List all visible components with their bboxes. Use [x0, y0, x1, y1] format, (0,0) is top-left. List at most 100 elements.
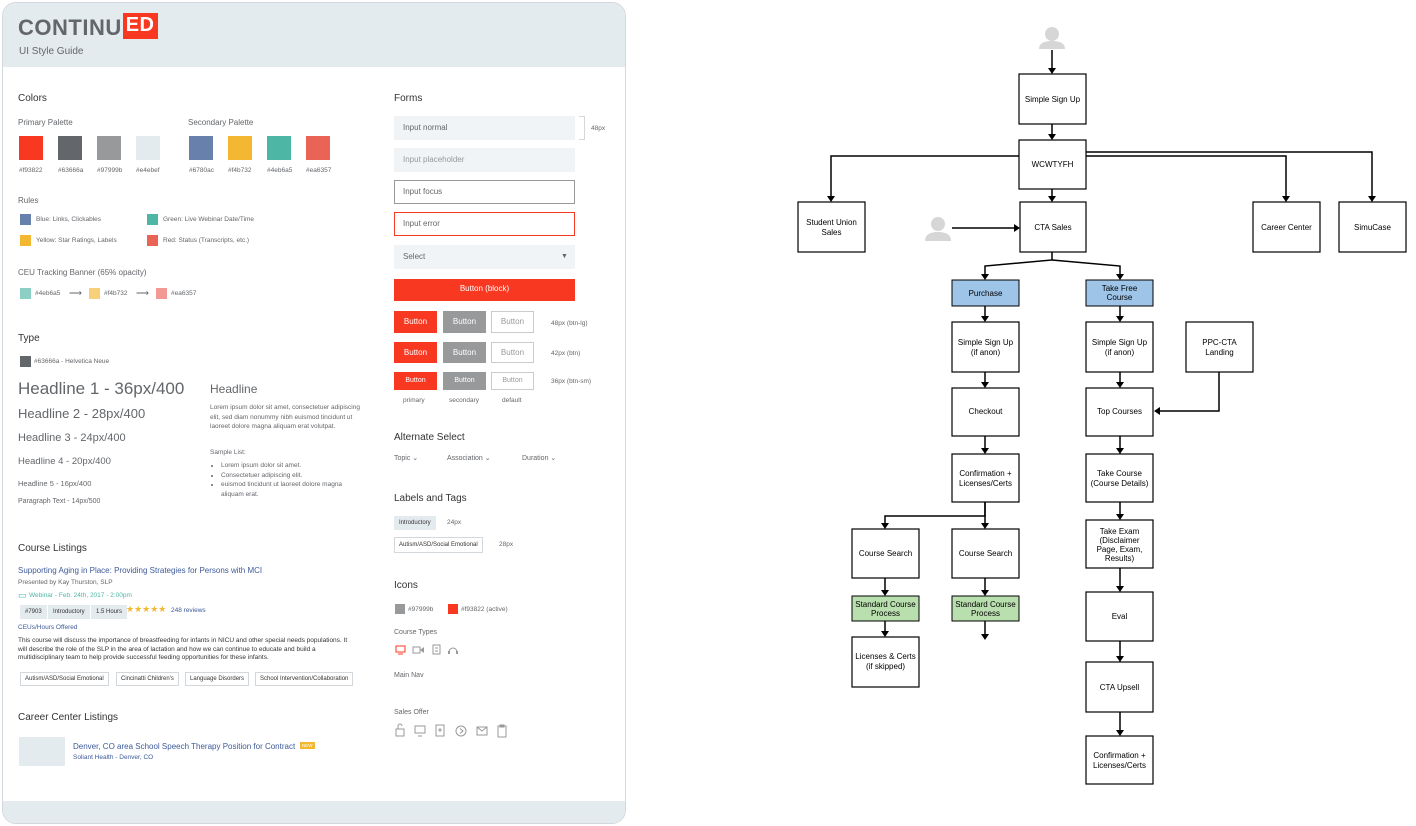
association-select[interactable]: Association ⌄ [447, 454, 491, 462]
input-focus[interactable]: Input focus [394, 180, 575, 204]
course-tag[interactable]: School Intervention/Collaboration [255, 672, 354, 686]
play-circle-icon[interactable] [455, 725, 467, 737]
svg-text:(if skipped): (if skipped) [866, 662, 905, 671]
course-tag[interactable]: Language Disorders [185, 672, 250, 686]
svg-text:Standard Course: Standard Course [855, 600, 916, 609]
list-item: euismod tincidunt ut laoreet dolore magn… [221, 480, 361, 499]
secondary-button[interactable]: Button [443, 342, 486, 363]
node-career-center: Career Center [1252, 201, 1321, 253]
rule-green: Green: Live Webinar Date/Time [163, 216, 255, 223]
course-tag[interactable]: Autism/ASD/Social Emotional [20, 672, 109, 686]
node-cta-sales: CTA Sales [1019, 201, 1087, 253]
default-button[interactable]: Button [491, 342, 534, 363]
btn-sm-note: 36px (btn-sm) [551, 378, 592, 385]
block-button[interactable]: Button (block) [394, 279, 575, 301]
svg-text:Simple Sign Up: Simple Sign Up [1025, 95, 1081, 104]
reviews-link[interactable]: 248 reviews [171, 607, 206, 614]
secondary-button[interactable]: Button [443, 372, 486, 390]
star-rating-icon: ★★★★★ [126, 604, 167, 614]
node-eval: Eval [1085, 591, 1154, 642]
default-label: default [502, 397, 522, 404]
clipboard-icon[interactable] [497, 724, 507, 738]
svg-text:Standard Course: Standard Course [955, 600, 1016, 609]
node-course-search-left: Course Search [851, 528, 920, 579]
rule-green-swatch [147, 214, 158, 225]
course-id-badge: #7903 [20, 605, 47, 619]
webinar-icon: ▭ [18, 590, 27, 600]
alt-select-title: Alternate Select [394, 432, 465, 443]
label-tag: Introductory [394, 516, 436, 530]
icons-title: Icons [394, 580, 418, 591]
chevron-down-icon: ⌄ [550, 455, 557, 462]
primary-swatch [97, 136, 121, 160]
primary-button[interactable]: Button [394, 311, 437, 333]
ceu-red: #ea6357 [171, 290, 197, 297]
font-note: #63666a - Helvetica Neue [34, 358, 110, 365]
svg-text:Top Courses: Top Courses [1097, 407, 1142, 416]
label-size-note: 24px [447, 519, 462, 526]
video-icon[interactable] [412, 646, 424, 654]
labels-title: Labels and Tags [394, 493, 467, 504]
course-title-link[interactable]: Supporting Aging in Place: Providing Str… [18, 566, 263, 575]
secondary-swatch-label: #4eb6a5 [267, 167, 293, 174]
audio-icon[interactable] [448, 647, 458, 654]
primary-button[interactable]: Button [394, 342, 437, 363]
node-checkout: Checkout [951, 387, 1020, 437]
svg-text:PPC-CTA: PPC-CTA [1202, 338, 1237, 347]
input-error[interactable]: Input error [394, 212, 575, 236]
company-logo-placeholder [19, 737, 65, 766]
svg-text:(Disclaimer: (Disclaimer [1100, 536, 1140, 545]
ceus-link[interactable]: CEUs/Hours Offered [18, 624, 78, 631]
document-plus-icon[interactable] [435, 724, 445, 737]
secondary-label: secondary [449, 397, 479, 404]
ceu-yellow: #f4b732 [104, 290, 128, 297]
course-tag[interactable]: Cincinatti Children's [116, 672, 179, 686]
secondary-swatch [228, 136, 252, 160]
headline-1: Headline 1 - 36px/400 [18, 379, 185, 398]
default-button[interactable]: Button [491, 311, 534, 333]
headline-2: Headline 2 - 28px/400 [18, 406, 146, 421]
mail-icon[interactable] [476, 726, 488, 736]
text-icon[interactable] [432, 644, 441, 655]
job-title-link[interactable]: Denver, CO area School Speech Therapy Po… [73, 742, 296, 751]
webinar-icon[interactable] [395, 645, 406, 655]
chevron-down-icon: ⌄ [412, 455, 419, 462]
icon-color-swatch [395, 604, 405, 614]
unlock-icon[interactable] [395, 723, 405, 737]
node-signup-anon-left: Simple Sign Up(if anon) [951, 321, 1020, 373]
new-badge: NEW [300, 742, 315, 749]
select-dropdown[interactable]: Select [394, 245, 575, 269]
svg-text:Checkout: Checkout [969, 407, 1004, 416]
node-signup-anon-right: Simple Sign Up(if anon) [1085, 321, 1154, 373]
sample-headline: Headline [210, 382, 258, 396]
tag-chip[interactable]: Autism/ASD/Social Emotional [394, 537, 483, 553]
logo-text: CONTINU [18, 15, 122, 40]
main-nav-title: Main Nav [394, 672, 424, 679]
arrow-right-icon: ⟶ [69, 288, 82, 298]
primary-button[interactable]: Button [394, 372, 437, 390]
svg-text:SimuCase: SimuCase [1354, 223, 1391, 232]
user-icon [1039, 27, 1065, 49]
topic-select[interactable]: Topic ⌄ [394, 454, 418, 462]
svg-text:Confirmation +: Confirmation + [1093, 751, 1146, 760]
job-company: Soliant Health - Denver, CO [73, 754, 154, 761]
default-button[interactable]: Button [491, 372, 534, 390]
input-height-note: 48px [591, 125, 606, 132]
node-simucase: SimuCase [1338, 201, 1407, 253]
secondary-button[interactable]: Button [443, 311, 486, 333]
input-normal[interactable]: Input normal [394, 116, 575, 140]
forms-title: Forms [394, 93, 423, 104]
svg-text:WCWTYFH: WCWTYFH [1032, 160, 1074, 169]
duration-select[interactable]: Duration ⌄ [522, 454, 556, 462]
svg-text:(Course Details): (Course Details) [1091, 479, 1149, 488]
primary-swatch-label: #e4ebef [136, 167, 160, 174]
input-placeholder[interactable]: Input placeholder [394, 148, 575, 172]
svg-text:Confirmation +: Confirmation + [959, 469, 1012, 478]
sample-list-title: Sample List: [210, 449, 246, 456]
monitor-icon[interactable] [414, 725, 426, 737]
rule-blue-swatch [20, 214, 31, 225]
